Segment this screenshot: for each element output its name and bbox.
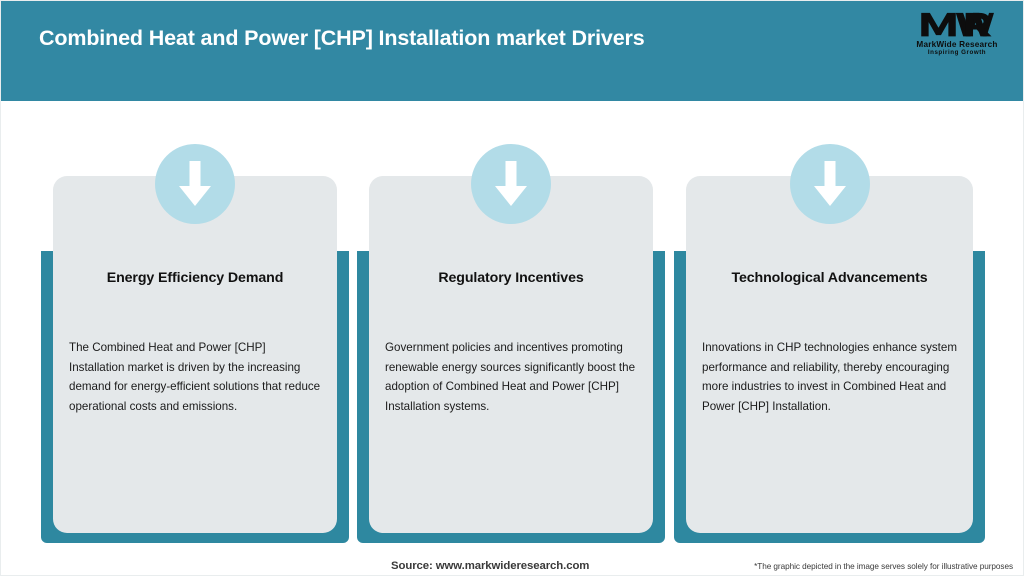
mwr-logo-icon bbox=[921, 12, 994, 37]
arrow-down-icon bbox=[179, 161, 211, 206]
footer-disclaimer: *The graphic depicted in the image serve… bbox=[754, 562, 1013, 571]
footer-source: Source: www.markwideresearch.com bbox=[391, 560, 590, 572]
logo-company-name: MarkWide Research bbox=[916, 40, 998, 49]
logo-tagline: Inspiring Growth bbox=[927, 49, 987, 56]
arrow-down-icon-circle-2 bbox=[471, 144, 551, 224]
header-band bbox=[1, 1, 1023, 101]
card-title-3: Technological Advancements bbox=[731, 270, 928, 286]
arrow-down-icon bbox=[814, 161, 846, 206]
arrow-down-icon-circle-3 bbox=[790, 144, 870, 224]
card-title-1: Energy Efficiency Demand bbox=[106, 270, 284, 286]
card-body-1: The Combined Heat and Power [CHP] Instal… bbox=[69, 341, 321, 413]
arrow-down-icon bbox=[495, 161, 527, 206]
page-title: Combined Heat and Power [CHP] Installati… bbox=[39, 26, 645, 50]
card-body-2: Government policies and incentives promo… bbox=[385, 341, 636, 413]
card-body-3: Innovations in CHP technologies enhance … bbox=[702, 341, 958, 413]
card-surface-3: Technological Advancements Innovations i… bbox=[686, 176, 973, 533]
card-title-2: Regulatory Incentives bbox=[438, 270, 584, 286]
arrow-down-icon-circle-1 bbox=[155, 144, 235, 224]
card-surface-2: Regulatory Incentives Government policie… bbox=[369, 176, 653, 533]
card-surface-1: Energy Efficiency Demand The Combined He… bbox=[53, 176, 337, 533]
brand-logo: MarkWide Research Inspiring Growth bbox=[905, 9, 1009, 65]
